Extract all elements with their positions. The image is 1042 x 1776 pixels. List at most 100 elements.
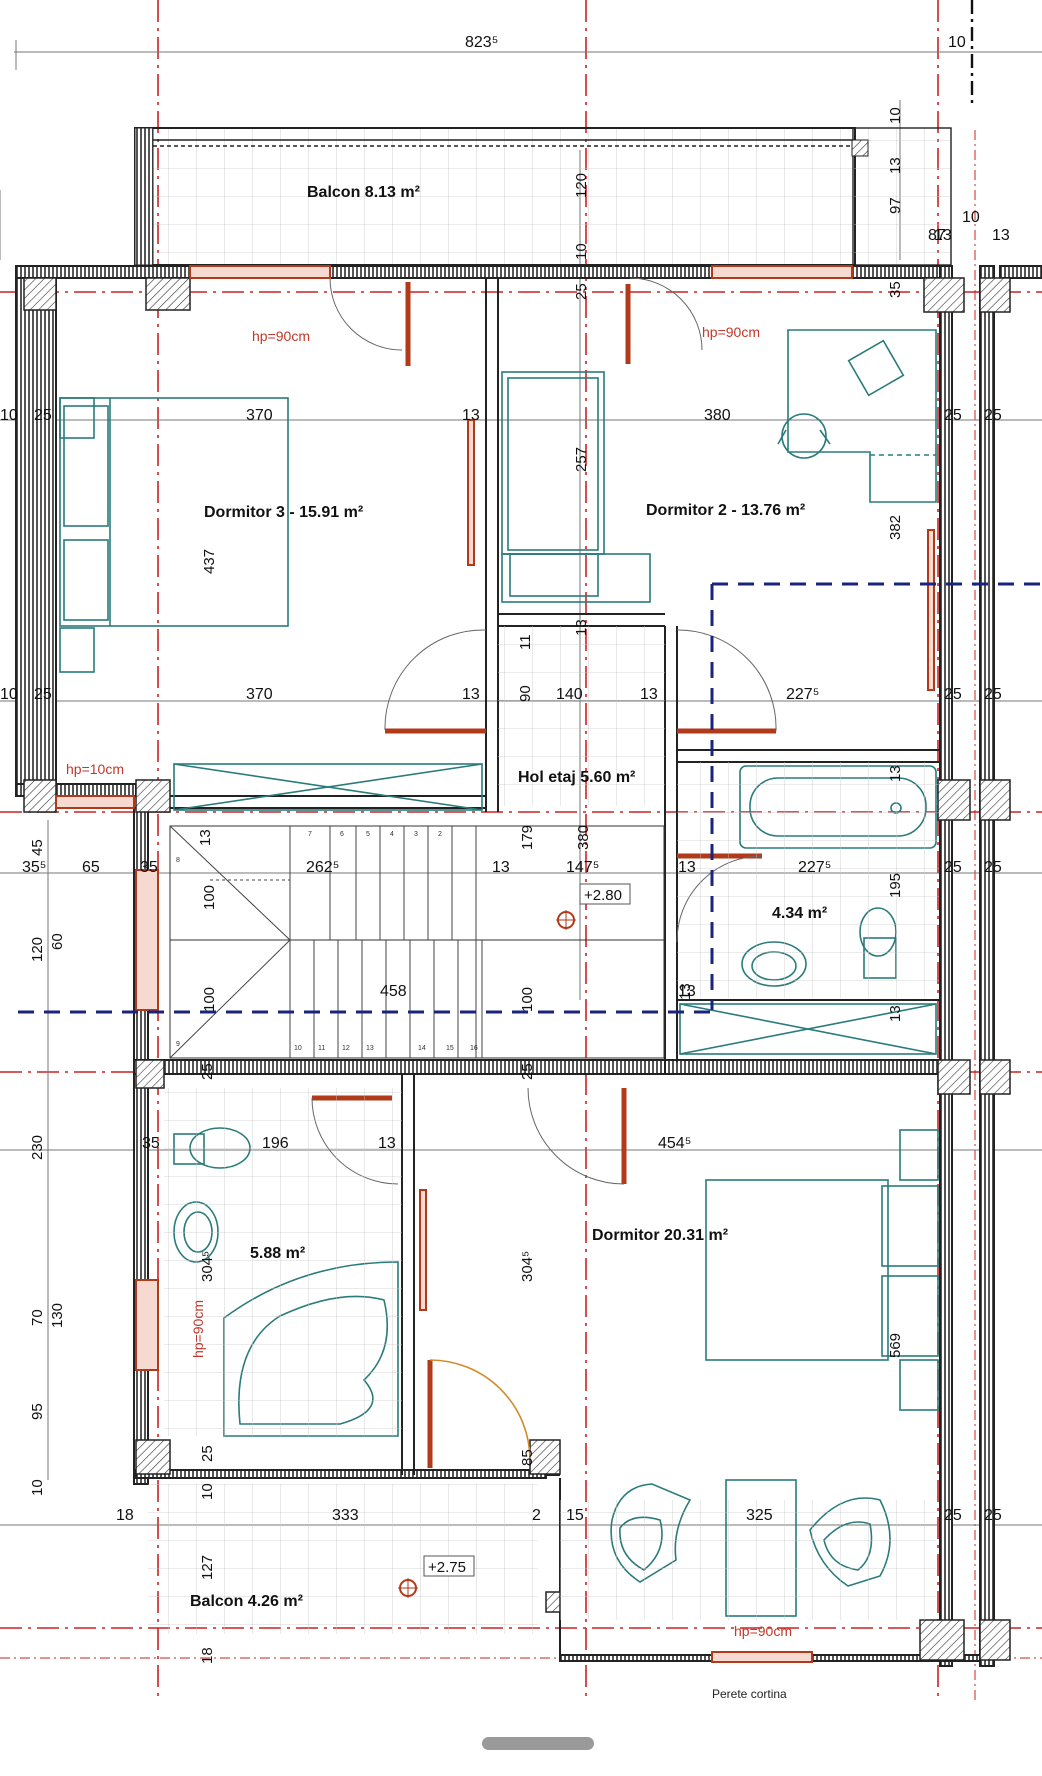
dim-text: 95 bbox=[29, 1403, 46, 1420]
room-label-dormitor: Dormitor 20.31 m² bbox=[592, 1227, 728, 1244]
room-label-dormitor2: Dormitor 2 - 13.76 m² bbox=[646, 502, 805, 519]
dim-text: 65 bbox=[82, 859, 100, 876]
step-number: 11 bbox=[318, 1045, 325, 1052]
dim-text: 25 bbox=[944, 1507, 962, 1524]
columns bbox=[23, 277, 1011, 1661]
dim-text: 10 bbox=[0, 407, 18, 424]
dimension-texts: 823⁵ 10 10 25 370 13 380 25 25 10 25 370… bbox=[0, 34, 1002, 1524]
dim-text: 13 bbox=[378, 1135, 396, 1152]
step-number: 6 bbox=[340, 831, 344, 838]
dim-text: 10 bbox=[0, 686, 18, 703]
dim-text: 25 bbox=[984, 407, 1002, 424]
dim-text: 87 bbox=[928, 227, 946, 244]
stairs bbox=[169, 825, 665, 1059]
dim-text: 195 bbox=[887, 873, 904, 898]
footer-text: Perete cortina bbox=[712, 1687, 787, 1701]
dim-text: 10 bbox=[887, 107, 904, 124]
step-number: 14 bbox=[418, 1045, 426, 1052]
dim-text: 25 bbox=[573, 283, 590, 300]
home-indicator[interactable] bbox=[482, 1737, 594, 1750]
dim-text: 25 bbox=[34, 407, 52, 424]
dim-text: 120 bbox=[573, 173, 590, 198]
dim-text: 13 bbox=[462, 686, 480, 703]
step-number: 12 bbox=[342, 1045, 350, 1052]
dim-text: 454⁵ bbox=[658, 1135, 691, 1152]
room-label-hol: Hol etaj 5.60 m² bbox=[518, 769, 635, 786]
dim-text: 569 bbox=[887, 1333, 904, 1358]
section-cut bbox=[18, 582, 1042, 1014]
room-label-balcon-bottom: Balcon 4.26 m² bbox=[190, 1593, 303, 1610]
top-right-labels: 13 13 bbox=[934, 227, 1010, 244]
dim-text: 437 bbox=[201, 549, 218, 574]
dim-text: 25 bbox=[944, 407, 962, 424]
elevation-hol: +2.80 bbox=[584, 887, 622, 904]
dim-text: 35 bbox=[142, 1135, 160, 1152]
step-number: 10 bbox=[294, 1045, 302, 1052]
step-number: 3 bbox=[414, 831, 418, 838]
dim-text: 13 bbox=[887, 157, 904, 174]
dim-text: 10 bbox=[948, 34, 966, 51]
dim-text: 35⁵ bbox=[22, 859, 46, 876]
dim-text: 370 bbox=[246, 686, 273, 703]
dim-text: 230 bbox=[29, 1135, 46, 1160]
dim-text: 380 bbox=[575, 825, 592, 850]
dim-text: 262⁵ bbox=[306, 859, 339, 876]
dim-text: 45 bbox=[29, 839, 46, 856]
dim-text: 120 bbox=[29, 937, 46, 962]
dim-text: 147⁵ bbox=[566, 859, 599, 876]
dim-text: 458 bbox=[380, 983, 407, 1000]
dim-text: 10 bbox=[573, 243, 590, 260]
step-number: 13 bbox=[366, 1045, 374, 1052]
dim-text: 257 bbox=[573, 447, 590, 472]
dim-text: 382 bbox=[887, 515, 904, 540]
dim-text: 35 bbox=[140, 859, 158, 876]
dim-text: 70 bbox=[29, 1309, 46, 1326]
dim-text: 13 bbox=[573, 619, 590, 636]
dim-text: 10 bbox=[199, 1483, 216, 1500]
dim-text: 13 bbox=[677, 983, 694, 1000]
step-number: 9 bbox=[176, 1041, 180, 1048]
dim-text: 227⁵ bbox=[798, 859, 831, 876]
note-hp90: hp=90cm bbox=[702, 324, 760, 340]
room-label-baie-mare: 5.88 m² bbox=[250, 1245, 305, 1262]
dim-text: 90 bbox=[517, 685, 534, 702]
dim-text: 13 bbox=[992, 227, 1010, 244]
balcony-top bbox=[134, 127, 952, 266]
room-label-balcon-top: Balcon 8.13 m² bbox=[307, 184, 420, 201]
dim-text: 100 bbox=[201, 885, 218, 910]
dim-text: 25 bbox=[199, 1063, 216, 1080]
dim-text: 325 bbox=[746, 1507, 773, 1524]
tiled-floors bbox=[148, 626, 939, 1634]
dim-text: 25 bbox=[944, 859, 962, 876]
room-label-baie-mica: 4.34 m² bbox=[772, 905, 827, 922]
dim-text: 97 bbox=[887, 197, 904, 214]
step-number: 4 bbox=[390, 831, 394, 838]
dim-text: 823⁵ bbox=[465, 34, 498, 51]
dim-text: 10 bbox=[962, 209, 980, 226]
step-number: 5 bbox=[366, 831, 370, 838]
windows bbox=[55, 265, 935, 1663]
dim-text: 140 bbox=[556, 686, 583, 703]
dim-text: 10 bbox=[29, 1479, 46, 1496]
dim-text: 13 bbox=[678, 983, 696, 1000]
dim-text: 13 bbox=[887, 1005, 904, 1022]
note-hp90: hp=90cm bbox=[190, 1300, 206, 1358]
notes: hp=90cm hp=90cm hp=10cm hp=90cm hp=90cm bbox=[66, 324, 792, 1639]
note-hp90: hp=90cm bbox=[734, 1623, 792, 1639]
elevation-marker: +2.80 +2.75 bbox=[398, 883, 631, 1598]
dim-text: 18 bbox=[199, 1647, 216, 1664]
dim-text: 25 bbox=[199, 1445, 216, 1462]
dim-text: 2 bbox=[532, 1507, 541, 1524]
dim-text: 25 bbox=[944, 686, 962, 703]
dim-text: 333 bbox=[332, 1507, 359, 1524]
dim-text: 18 bbox=[116, 1507, 134, 1524]
note-hp10: hp=10cm bbox=[66, 761, 124, 777]
dim-text: 127 bbox=[199, 1555, 216, 1580]
dim-text: 25 bbox=[34, 686, 52, 703]
dim-text: 13 bbox=[197, 829, 214, 846]
dim-text: 304⁵ bbox=[199, 1251, 216, 1282]
dim-text: 11 bbox=[517, 634, 534, 650]
note-hp90: hp=90cm bbox=[252, 328, 310, 344]
step-number: 15 bbox=[446, 1045, 454, 1052]
